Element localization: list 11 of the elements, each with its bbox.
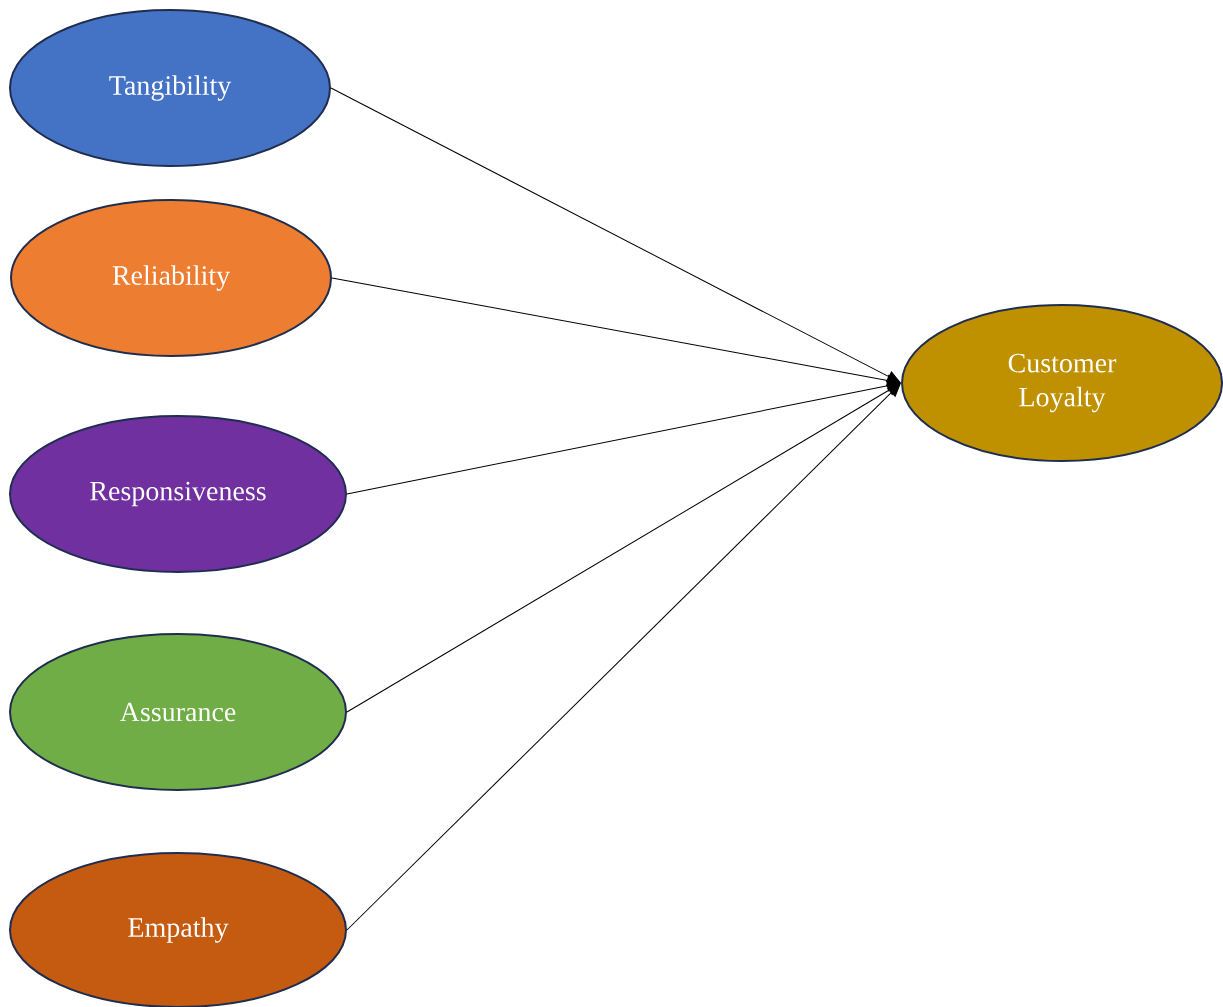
arrow [346, 383, 901, 931]
arrow [330, 87, 901, 383]
ellipse-node: Empathy [9, 852, 347, 1007]
arrow [346, 379, 901, 495]
arrow [346, 383, 901, 713]
ellipse-node: Tangibility [9, 9, 331, 167]
ellipse-node: Reliability [10, 199, 332, 357]
arrow [331, 277, 901, 387]
ellipse-node: Responsiveness [9, 415, 347, 573]
ellipse-node: Customer Loyalty [901, 304, 1223, 462]
ellipse-node: Assurance [9, 633, 347, 791]
